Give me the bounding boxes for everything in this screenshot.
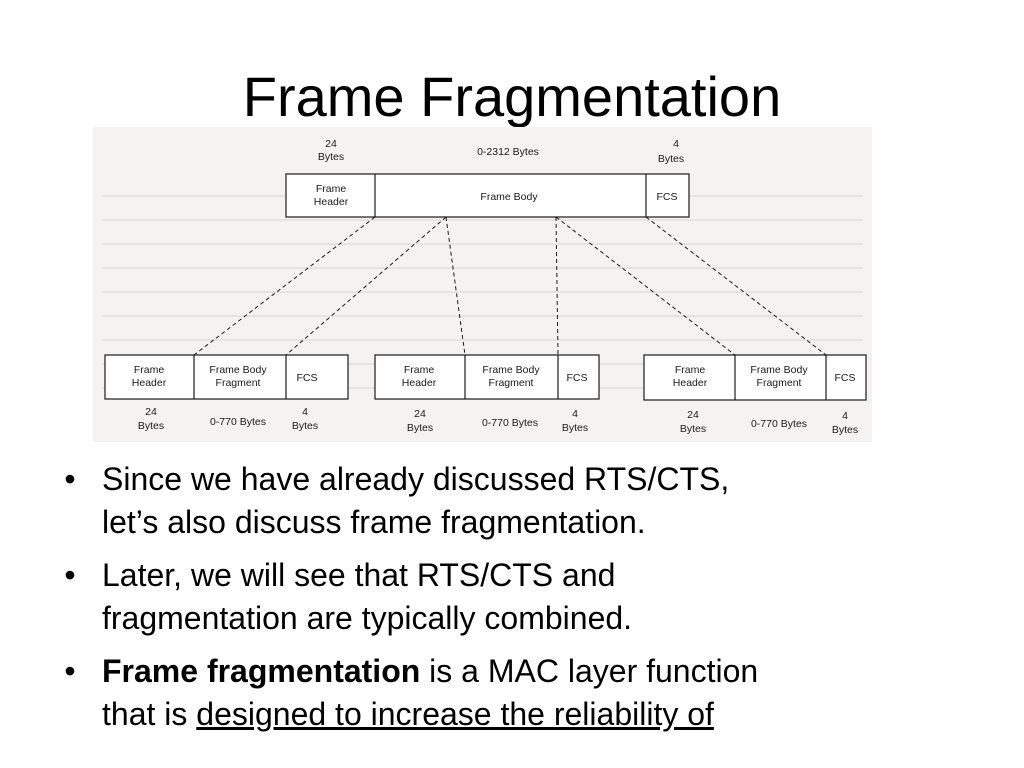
frag1-body-label-2: Fragment (216, 377, 261, 389)
frag3-body-label-1: Frame Body (750, 364, 808, 376)
frag3-header-label-2: Header (673, 377, 708, 389)
frag3-fcs-size: 4 (842, 410, 848, 422)
frag1-header-label-2: Header (132, 377, 167, 389)
bullet-3-line-2-plain: that is (102, 696, 197, 732)
frag1-header-label-1: Frame (134, 364, 164, 376)
frag2-fcs-unit: Bytes (562, 422, 588, 434)
bullet-3-rest: is a MAC layer function (420, 653, 759, 689)
bullet-item: • Frame fragmentation is a MAC layer fun… (60, 650, 960, 736)
slide-title: Frame Fragmentation (242, 65, 782, 128)
frag3-header-unit: Bytes (680, 423, 706, 435)
top-frame-box (285, 173, 690, 218)
top-fcs-unit: Bytes (658, 153, 684, 165)
fragmentation-diagram: 24 Bytes 0-2312 Bytes 4 Bytes Frame Head… (93, 127, 872, 442)
frag2-body-size: 0-770 Bytes (482, 417, 538, 429)
frag3-body-label-2: Fragment (757, 377, 802, 389)
fragment-1: Frame Header Frame Body Fragment FCS 24 … (104, 354, 349, 432)
frag1-body-label-1: Frame Body (209, 364, 267, 376)
original-frame: 24 Bytes 0-2312 Bytes 4 Bytes Frame Head… (285, 138, 690, 218)
bullet-2-line-1: Later, we will see that RTS/CTS and (102, 557, 616, 593)
top-body-label: Frame Body (480, 191, 538, 203)
frag2-header-unit: Bytes (407, 422, 433, 434)
frag2-body-label-1: Frame Body (482, 364, 540, 376)
frag2-header-label-2: Header (402, 377, 437, 389)
fragment-3: Frame Header Frame Body Fragment FCS 24 … (643, 354, 867, 436)
bullet-item: • Since we have already discussed RTS/CT… (60, 458, 960, 544)
frag1-fcs-size: 4 (302, 406, 308, 418)
fragment-2: Frame Header Frame Body Fragment FCS 24 … (374, 354, 600, 434)
top-header-size: 24 (325, 138, 337, 150)
frag2-fcs-size: 4 (572, 408, 578, 420)
frag2-header-label-1: Frame (404, 364, 434, 376)
frag3-header-label-1: Frame (675, 364, 705, 376)
frag3-header-size: 24 (687, 409, 699, 421)
frag1-fcs-unit: Bytes (292, 420, 318, 432)
bullet-2-line-2: fragmentation are typically combined. (102, 600, 633, 636)
top-header-label-2: Header (314, 196, 349, 208)
bullet-item: • Later, we will see that RTS/CTS and fr… (60, 554, 960, 640)
frag1-header-unit: Bytes (138, 420, 164, 432)
frag2-body-label-2: Fragment (489, 377, 534, 389)
diagram-svg: 24 Bytes 0-2312 Bytes 4 Bytes Frame Head… (103, 138, 867, 436)
frag2-header-size: 24 (414, 408, 426, 420)
bullet-1-line-1: Since we have already discussed RTS/CTS, (102, 461, 730, 497)
bullet-list: • Since we have already discussed RTS/CT… (60, 458, 960, 746)
top-header-label-1: Frame (316, 183, 346, 195)
bullet-dot-icon: • (64, 653, 76, 689)
frag1-fcs-label: FCS (297, 372, 318, 384)
frag3-body-size: 0-770 Bytes (751, 418, 807, 430)
fanout-lines (193, 216, 827, 356)
frag1-body-size: 0-770 Bytes (210, 416, 266, 428)
frag3-fcs-unit: Bytes (832, 424, 858, 436)
bullet-dot-icon: • (64, 557, 76, 593)
top-header-unit: Bytes (318, 151, 344, 163)
frag1-header-size: 24 (145, 406, 157, 418)
bullet-3-underlined-text: designed to increase the reliability of (196, 696, 714, 732)
bullet-1-line-2: let’s also discuss frame fragmentation. (102, 504, 646, 540)
top-fcs-size: 4 (673, 138, 679, 150)
bullet-3-bold-term: Frame fragmentation (102, 653, 421, 689)
top-body-size: 0-2312 Bytes (477, 146, 539, 158)
top-fcs-label: FCS (657, 191, 678, 203)
bullet-dot-icon: • (64, 461, 76, 497)
frag2-fcs-label: FCS (567, 372, 588, 384)
frag3-fcs-label: FCS (835, 372, 856, 384)
